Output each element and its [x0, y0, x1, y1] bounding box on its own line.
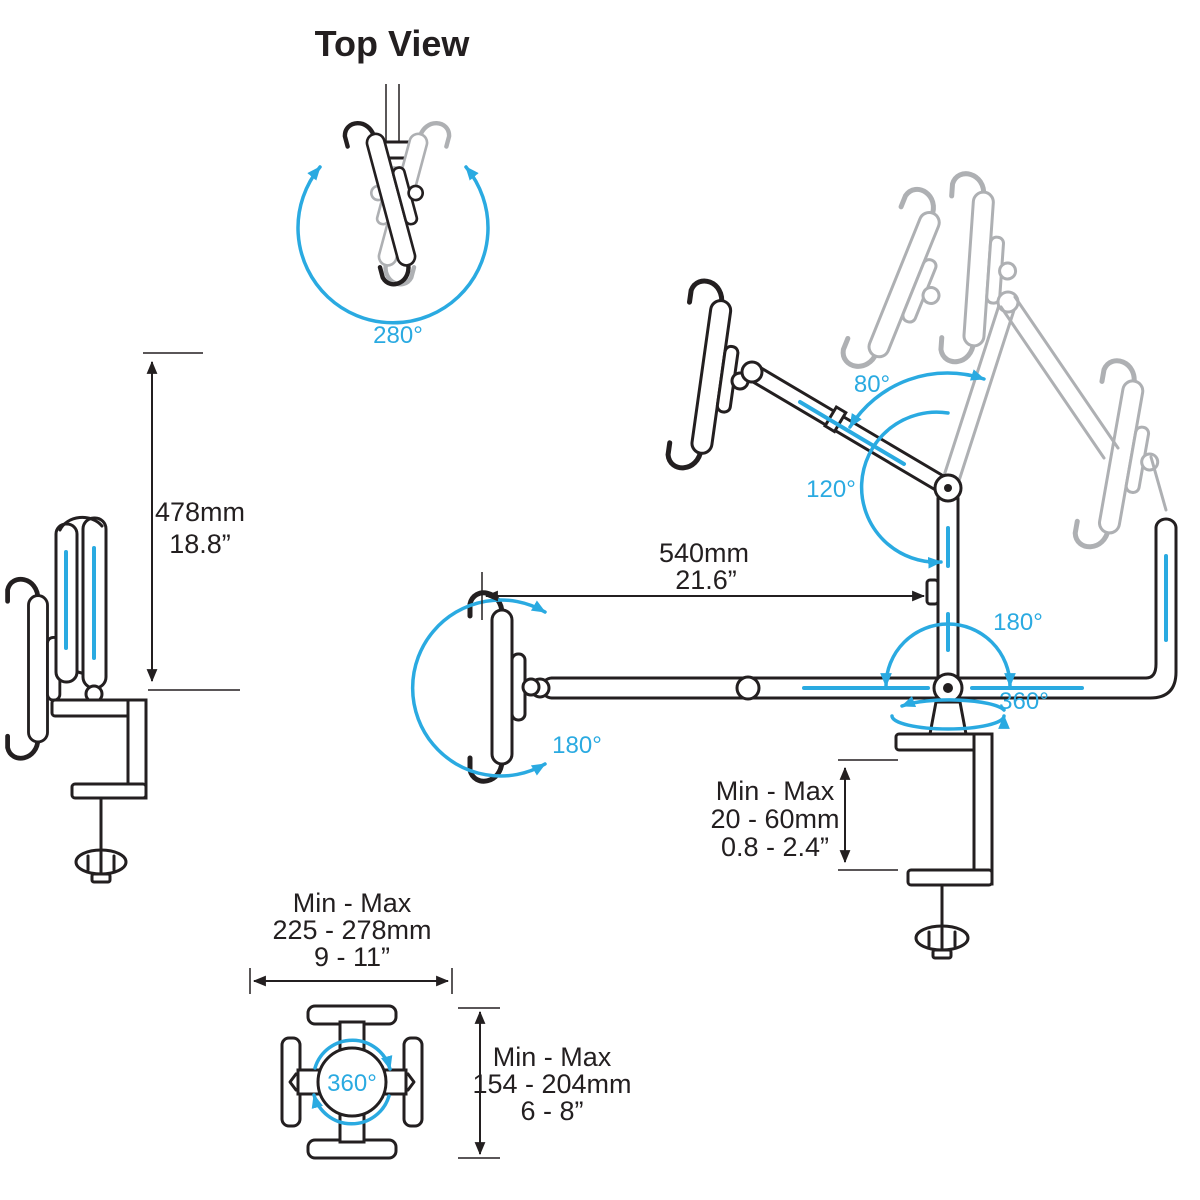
clamp-range-label: Min - Max [716, 776, 835, 806]
holder-width-mm: 225 - 278mm [272, 915, 431, 945]
tilt-80-label: 80° [854, 371, 890, 398]
elbow-joint-pin [944, 484, 952, 492]
holder-height-mm: 154 - 204mm [472, 1069, 631, 1099]
ghost-tablet-right [1073, 359, 1174, 556]
holder-height-label: Min - Max [493, 1042, 612, 1072]
desk-clamp [894, 700, 994, 960]
holder-rotation-arc-2 [311, 1093, 391, 1126]
ghost-tablet-raised-1 [839, 185, 974, 386]
rotation-280-label: 280° [373, 322, 423, 349]
holder-height-in: 6 - 8” [520, 1096, 583, 1126]
right-swivel-arc [880, 622, 1016, 688]
tilt-80-arc [848, 369, 986, 429]
tilt-120-arc [859, 410, 950, 569]
side-view-desk-clamp [50, 698, 148, 884]
top-view-figure: Top View 280° [296, 23, 490, 349]
arm-slot-accents [798, 400, 1168, 690]
bottom-arm [529, 517, 1178, 701]
tablet-left [470, 593, 539, 781]
base-rotation-label: 360° [999, 688, 1049, 715]
arm-length-in: 21.6” [675, 565, 737, 595]
left-swivel-label: 180° [552, 732, 602, 759]
base-rotation-arc-1 [890, 714, 1010, 731]
tilt-120-label: 120° [806, 476, 856, 503]
side-view-arm [54, 515, 108, 704]
clamp-range-in: 0.8 - 2.4” [721, 832, 829, 862]
main-figure: 540mm 21.6” Min - Max 20 - 60mm 0.8 - 2.… [410, 173, 1178, 960]
right-swivel-label: 180° [993, 609, 1043, 636]
riser-post [925, 496, 960, 682]
holder-rotation-label: 360° [327, 1070, 377, 1097]
holder-grips [280, 1004, 424, 1160]
side-view-figure: 478mm 18.8” [8, 352, 245, 884]
arm-length-mm: 540mm [659, 538, 749, 568]
holder-width-in: 9 - 11” [314, 942, 390, 972]
holder-width-label: Min - Max [293, 888, 412, 918]
clamp-range-mm: 20 - 60mm [710, 804, 839, 834]
height-dimension-mm: 478mm [155, 497, 245, 527]
base-joint-pin [943, 683, 953, 693]
height-dimension-in: 18.8” [169, 529, 231, 559]
top-view-title: Top View [315, 23, 471, 64]
holder-rotation-arc-1 [313, 1038, 393, 1071]
ghost-arm-raised [939, 290, 1168, 512]
holder-figure: Min - Max 225 - 278mm 9 - 11” 360° Min -… [249, 888, 632, 1160]
rotation-280-arc [296, 165, 490, 325]
ghost-tablet-raised-2 [940, 173, 1022, 366]
base-rotation-arc-2 [900, 696, 1006, 712]
